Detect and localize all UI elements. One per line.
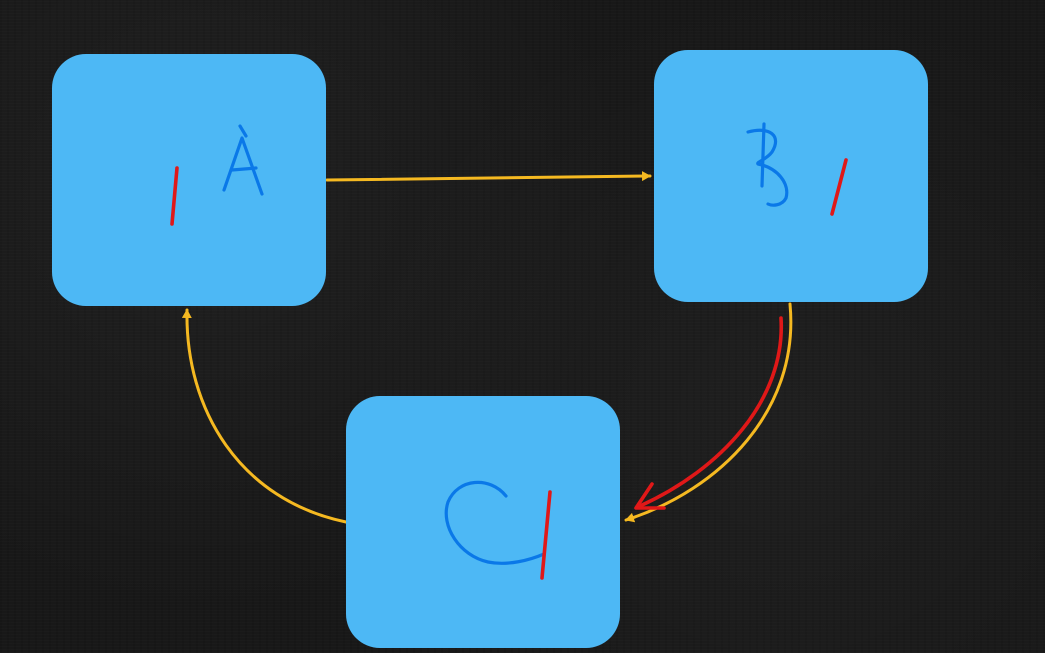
edge-b-to-c — [624, 302, 793, 523]
node-c — [346, 396, 620, 648]
node-b-box — [654, 50, 928, 302]
edge-b-to-c-red-arrowhead — [634, 482, 666, 510]
node-b-letter — [746, 122, 789, 207]
node-c-letter — [444, 480, 546, 565]
node-a — [52, 54, 326, 306]
node-a-box — [52, 54, 326, 306]
node-a-count-mark — [170, 166, 179, 226]
node-a-letter — [222, 124, 264, 196]
node-c-box — [346, 396, 620, 648]
node-b — [654, 50, 928, 302]
edge-a-to-b — [325, 171, 652, 182]
edge-b-to-c-red-overdraw — [638, 316, 783, 508]
node-b-count-mark — [830, 158, 848, 216]
edge-c-to-a — [181, 308, 348, 524]
node-c-count-mark — [540, 490, 552, 580]
